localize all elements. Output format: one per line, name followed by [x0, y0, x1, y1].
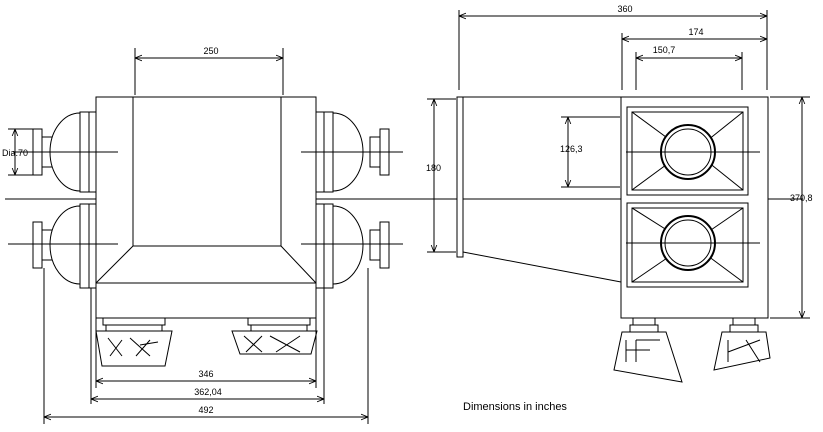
side-dim-overall-depth: 360	[617, 4, 632, 14]
front-port-right-bottom	[301, 203, 403, 289]
front-left-foot	[95, 317, 173, 367]
front-right-foot	[231, 317, 318, 355]
front-port-left-bottom	[8, 203, 118, 289]
side-dim-panel-width: 174	[688, 27, 703, 37]
front-view: 250 Dia.70 346 362,04 492	[2, 46, 418, 424]
front-dim-top-width: 250	[203, 46, 218, 56]
side-port-upper	[626, 106, 760, 196]
front-dim-outer-width: 362,04	[194, 387, 222, 397]
side-right-foot	[713, 317, 771, 371]
front-dim-inner-width: 346	[198, 369, 213, 379]
side-left-foot	[613, 317, 683, 383]
side-dim-overall-height: 370,8	[790, 193, 813, 203]
front-port-right-top	[301, 111, 403, 193]
side-dim-duct-height: 180	[426, 163, 441, 173]
side-duct-flange	[456, 96, 464, 258]
front-body	[95, 96, 317, 319]
front-dim-overall-width: 492	[198, 405, 213, 415]
side-view: 360 174 150,7 126,3 180 370,8 Dimensions…	[416, 4, 813, 413]
dimensions-caption: Dimensions in inches	[463, 401, 567, 413]
side-dim-port-height: 126,3	[560, 144, 583, 154]
front-port-left-top	[13, 111, 118, 193]
front-dim-diameter: Dia.70	[2, 148, 28, 158]
side-port-lower	[626, 202, 760, 288]
side-duct	[462, 96, 622, 283]
side-dim-inner-width: 150,7	[653, 45, 676, 55]
